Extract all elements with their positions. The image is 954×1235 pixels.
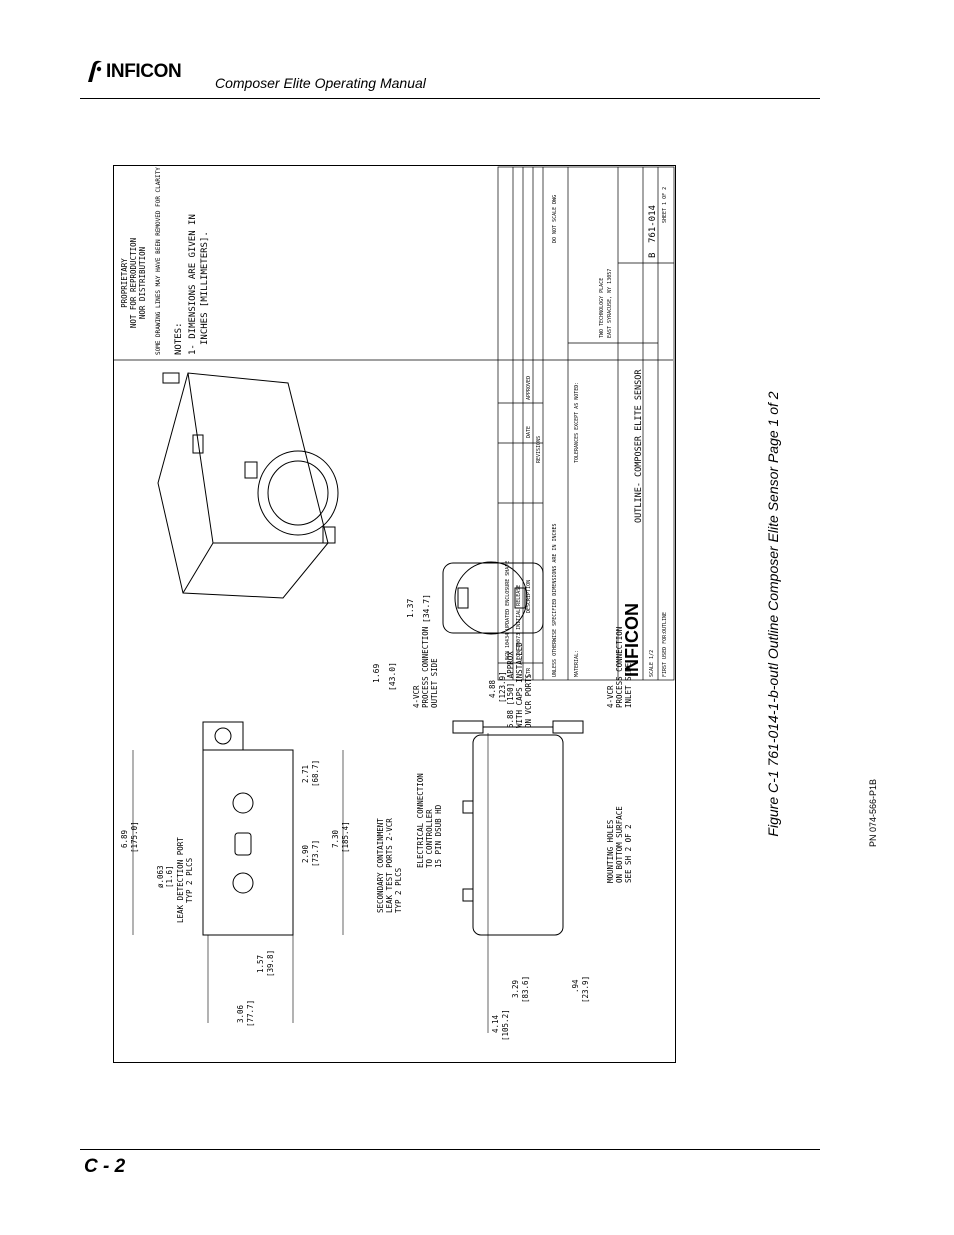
page-number: C - 2 [84,1156,126,1177]
dim-2-71: 2.71 [301,765,310,783]
dim-175-0: [175.0] [130,821,139,853]
dim-68-7: [68.7] [311,760,320,787]
dim-1-6: [1.6] [165,865,174,888]
tb-tolerances: TOLERANCES EXCEPT AS NOTED: [574,382,580,463]
tb-size: B [648,253,658,258]
dim-2-90: 2.90 [301,844,310,863]
tb-rev-a: ECN 10073 INITIAL RELEASE [516,585,522,660]
tb-do-not-scale: DO NOT SCALE DWG [552,195,558,243]
dim-1-57: 1.57 [256,955,265,973]
dim-123-9: [123.9] [498,671,507,703]
tb-scale: SCALE 1/2 [649,650,655,677]
dim-23-9: [23.9] [581,976,590,1003]
vcr-out-2: PROCESS CONNECTION [421,627,430,708]
leak-port-1: LEAK DETECTION PORT [176,837,185,923]
header-rule [80,98,820,99]
tb-drawing-no: 761-014 [648,205,658,243]
dim-5-88-line3: ON VCR PORTS [524,673,533,728]
electrical-1: ELECTRICAL CONNECTION [416,773,425,868]
tb-logo: INFICON [622,603,642,677]
electrical-3: 15 PIN DSUB HD [434,804,443,868]
mounting-3: SEE SH 2 OF 2 [624,824,633,883]
note1-line2: INCHES [MILLIMETERS]. [200,231,210,345]
tb-unless: UNLESS OTHERWISE SPECIFIED DIMENSIONS AR… [552,523,558,677]
vcr-in-2: PROCESS CONNECTION [615,627,624,708]
logo-wordmark: INFICON [106,61,182,82]
notes-header: PROPRIETARY [120,258,129,308]
tb-sheet: SHEET 1 OF 2 [662,187,668,223]
dim-77-7: [77.7] [246,1000,255,1027]
dim-39-8: [39.8] [266,950,275,977]
tb-material: MATERIAL: [574,650,580,677]
dim-43-0: [43.0] [388,662,397,691]
vcr-out-3: OUTLET SIDE [430,658,439,708]
drawing-svg: PROPRIETARY NOT FOR REPRODUCTION NOR DIS… [113,165,676,1063]
inficon-logo: INFICON [82,60,182,84]
dim-5-88-line1: 5.88 [150] APPROX [506,651,515,728]
outline-drawing: PROPRIETARY NOT FOR REPRODUCTION NOR DIS… [113,165,676,1063]
leak-port-2: TYP 2 PLCS [185,857,194,903]
dim-4-14: 4.14 [491,1014,500,1033]
tb-rev-b: ECN 10434 UPDATED ENCLOSURE SHAPE [505,561,511,660]
dim-7-30: 7.30 [331,829,340,848]
tb-date: DATE [526,426,532,438]
tb-title: OUTLINE- COMPOSER ELITE SENSOR [634,369,644,523]
electrical-2: TO CONTROLLER [425,809,434,868]
dim-6-89: 6.89 [120,830,129,848]
tb-revision: REVISIONS [536,436,542,463]
tb-address-1: TWO TECHNOLOGY PLACE [599,278,605,338]
secondary-1: SECONDARY CONTAINMENT [376,818,385,913]
secondary-3: TYP 2 PLCS [394,867,403,913]
page-header: INFICON Composer Elite Operating Manual [0,0,954,100]
notes-line2: NOT FOR REPRODUCTION [129,238,138,328]
tb-approved: APPROVED [526,376,532,400]
tb-description: DESCRIPTION [526,580,532,613]
dim-105-2: [105.2] [501,1009,510,1041]
dim-1-37: 1.37 [406,599,415,618]
inficon-logo-icon [88,60,102,82]
dim-94: .94 [571,979,580,993]
mounting-1: MOUNTING HOLES [606,819,615,883]
vcr-in-1: 4-VCR [606,685,615,708]
mounting-2: ON BOTTOM SURFACE [615,806,624,883]
figure-caption-text: Figure C-1 761-014-1-b-outl Outline Comp… [765,391,781,837]
footer-rule [80,1149,820,1150]
part-number-text: PN 074-566-P1B [868,778,878,848]
vcr-in-3: INLET SIDE [624,662,633,708]
dim-1-69: 1.69 [372,664,381,683]
dim-3-06: 3.06 [236,1004,245,1023]
dim-5-88-line2: WITH CAPS INSTALLED [515,642,524,728]
tb-first-used: FIRST USED FOR: [662,632,668,677]
tb-address-2: EAST SYRACUSE, NY 13057 [607,269,613,338]
tb-ltr: LTR [526,667,532,677]
vcr-out-1: 4-VCR [412,685,421,708]
manual-title: Composer Elite Operating Manual [215,75,426,91]
clarity-note: SOME DRAWING LINES MAY HAVE BEEN REMOVED… [155,167,162,355]
dim-4-88: 4.88 [488,679,497,698]
dim-73-7: [73.7] [311,840,320,867]
tb-outline: OUTLINE [662,612,668,633]
dim-34-7: [34.7] [422,594,431,623]
dim-3-29: 3.29 [511,980,520,998]
notes-line3: NOR DISTRIBUTION [138,247,147,319]
dim-185-4: [185.4] [341,821,350,853]
secondary-2: LEAK TEST PORTS 2-VCR [385,818,394,913]
dim-83-6: [83.6] [521,976,530,1003]
dim-063: ø.063 [156,865,165,888]
notes-title: NOTES: [174,322,184,355]
note1-line1: 1- DIMENSIONS ARE GIVEN IN [188,214,198,355]
